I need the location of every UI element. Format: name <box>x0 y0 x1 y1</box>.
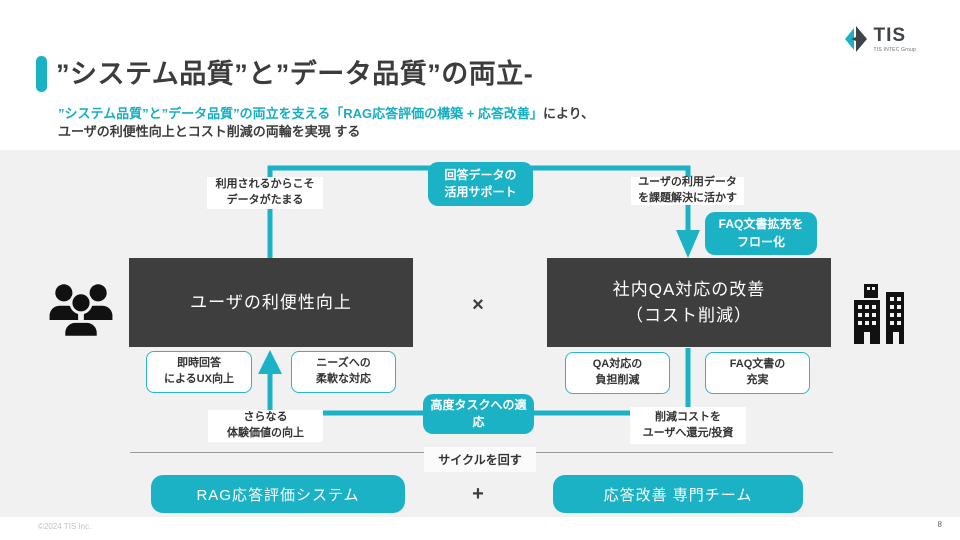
plus-symbol: + <box>472 482 484 505</box>
tis-logo-group: TIS INTEC Group <box>873 47 916 53</box>
label-data-accumulates: 利用されるからこそ データがたまる <box>207 177 323 209</box>
page-title: ”システム品質”と”データ品質”の両立- <box>56 59 534 89</box>
flexible-needs-box: ニーズへの 柔軟な対応 <box>291 351 396 393</box>
cycle-label: サイクルを回す <box>424 447 536 472</box>
user-convenience-box: ユーザの利便性向上 <box>129 258 413 347</box>
subtitle-line1: ”システム品質”と”データ品質”の両立を支える「RAG応答評価の構築 + 応答改… <box>58 105 594 123</box>
subtitle-line2: ユーザの利便性向上とコスト削減の両輪を実現 する <box>58 124 361 139</box>
internal-qa-improvement-box: 社内QA対応の改善 （コスト削減） <box>547 258 831 347</box>
subtitle-suffix: により、 <box>542 106 595 121</box>
response-improvement-team-button: 応答改善 専門チーム <box>553 475 803 513</box>
faq-expansion-flow-box: FAQ文書拡充を フロー化 <box>705 212 817 255</box>
label-use-data-for-issues: ユーザの利用データ を課題解決に活かす <box>631 176 744 205</box>
buildings-icon <box>852 284 910 344</box>
tis-diamond-icon <box>844 26 868 57</box>
faq-enrichment-box: FAQ文書の 充実 <box>705 352 810 394</box>
qa-burden-reduction-box: QA対応の 負担削減 <box>565 352 670 394</box>
title-accent-bar <box>36 56 47 92</box>
subtitle: ”システム品質”と”データ品質”の両立を支える「RAG応答評価の構築 + 応答改… <box>58 105 594 141</box>
advanced-task-adaptation-box: 高度タスクへの適応 <box>423 394 534 434</box>
label-further-experience-value: さらなる 体験価値の向上 <box>208 410 323 442</box>
tis-logo: TIS TIS INTEC Group <box>844 26 916 57</box>
page-number: 8 <box>937 520 942 529</box>
tis-logo-name: TIS <box>873 25 907 46</box>
instant-answer-ux-box: 即時回答 によるUX向上 <box>146 351 252 393</box>
subtitle-highlight: ”システム品質”と”データ品質”の両立を支える「RAG応答評価の構築 + 応答改… <box>58 106 543 121</box>
users-group-icon <box>45 280 117 340</box>
rag-evaluation-system-button: RAG応答評価システム <box>151 475 405 513</box>
answer-data-support-box: 回答データの 活用サポート <box>428 162 533 206</box>
copyright-text: ©2024 TIS Inc. <box>38 522 92 531</box>
multiply-symbol: × <box>472 293 484 316</box>
label-return-reduced-cost: 削減コストを ユーザへ還元/投資 <box>630 407 746 444</box>
tis-logo-text: TIS TIS INTEC Group <box>874 26 916 53</box>
